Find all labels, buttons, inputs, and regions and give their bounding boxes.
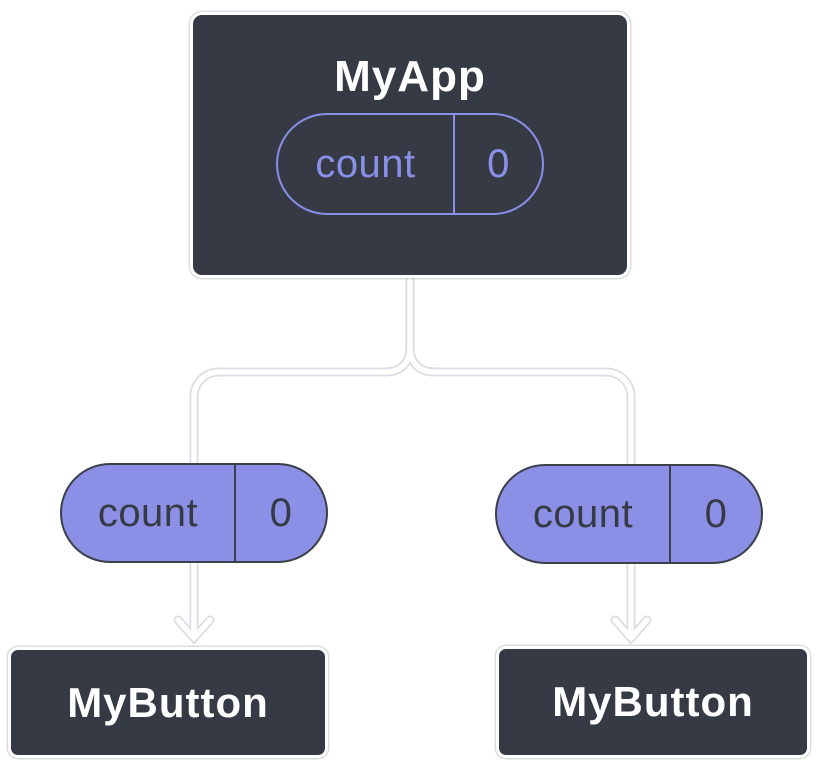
right-branch-connector xyxy=(407,345,634,471)
myapp-node: MyApp count 0 xyxy=(190,12,630,278)
state-name-label: count xyxy=(315,141,416,186)
right-mybutton-node: MyButton xyxy=(496,646,810,758)
state-name-label: count xyxy=(97,490,199,535)
myapp-node-title: MyApp xyxy=(334,52,486,101)
mybutton-node-title: MyButton xyxy=(67,678,269,726)
left-mybutton-node: MyButton xyxy=(8,647,328,758)
mybutton-node-title: MyButton xyxy=(552,678,754,725)
pill-divider xyxy=(234,465,236,561)
pill-divider xyxy=(669,466,671,562)
state-value: 0 xyxy=(487,141,510,186)
right-arrowhead-icon xyxy=(612,617,650,643)
left-arrowhead-icon xyxy=(175,617,213,643)
myapp-state-pill: count 0 xyxy=(276,113,544,215)
left-branch-connector xyxy=(191,345,413,471)
pill-divider xyxy=(453,115,455,213)
right-state-pill: count 0 xyxy=(495,464,763,564)
left-state-pill: count 0 xyxy=(60,463,328,563)
state-name-label: count xyxy=(532,491,634,536)
state-value: 0 xyxy=(704,491,728,536)
state-value: 0 xyxy=(269,490,293,535)
